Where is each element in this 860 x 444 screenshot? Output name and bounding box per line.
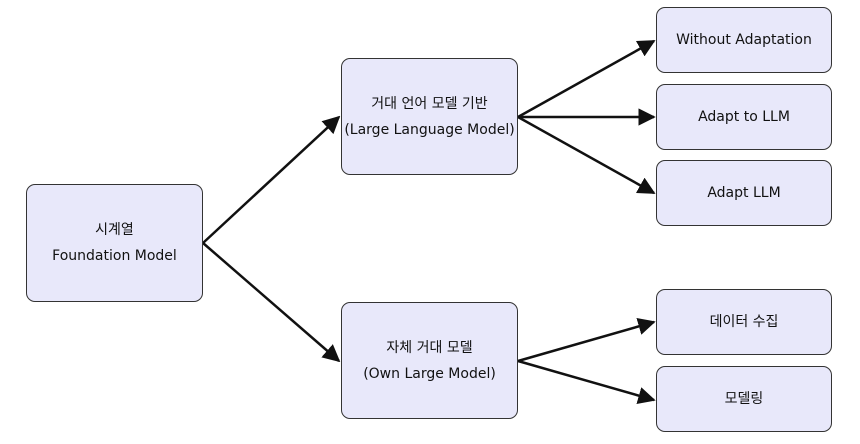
leaf-adapt-to-llm: Adapt to LLM bbox=[656, 84, 832, 150]
leaf-data-collection: 데이터 수집 bbox=[656, 289, 832, 355]
edge-llm-to-adapt-llm bbox=[517, 115, 656, 195]
leaf-label: 모델링 bbox=[724, 391, 764, 407]
own-branch-line1: 자체 거대 모델 bbox=[386, 339, 473, 356]
own-branch-line2: (Own Large Model) bbox=[363, 365, 496, 382]
edge-root-to-llm bbox=[202, 115, 341, 244]
edge-root-to-own bbox=[202, 242, 341, 363]
llm-branch-line2: (Large Language Model) bbox=[344, 121, 515, 138]
llm-branch-node: 거대 언어 모델 기반 (Large Language Model) bbox=[341, 58, 518, 175]
leaf-label: Adapt LLM bbox=[707, 185, 781, 201]
leaf-label: Without Adaptation bbox=[676, 32, 812, 48]
edge-llm-to-without-adaptation bbox=[517, 39, 656, 119]
leaf-adapt-llm: Adapt LLM bbox=[656, 160, 832, 226]
own-branch-node: 자체 거대 모델 (Own Large Model) bbox=[341, 302, 518, 419]
leaf-label: Adapt to LLM bbox=[698, 109, 790, 125]
leaf-label: 데이터 수집 bbox=[709, 314, 779, 330]
leaf-modeling: 모델링 bbox=[656, 366, 832, 432]
root-node-line1: 시계열 bbox=[95, 222, 134, 238]
llm-branch-line1: 거대 언어 모델 기반 bbox=[371, 95, 488, 112]
edge-own-to-data-collection bbox=[517, 317, 656, 363]
root-node-line2: Foundation Model bbox=[52, 248, 177, 264]
edge-own-to-modeling bbox=[517, 359, 656, 405]
leaf-without-adaptation: Without Adaptation bbox=[656, 7, 832, 73]
root-node: 시계열 Foundation Model bbox=[26, 184, 203, 302]
